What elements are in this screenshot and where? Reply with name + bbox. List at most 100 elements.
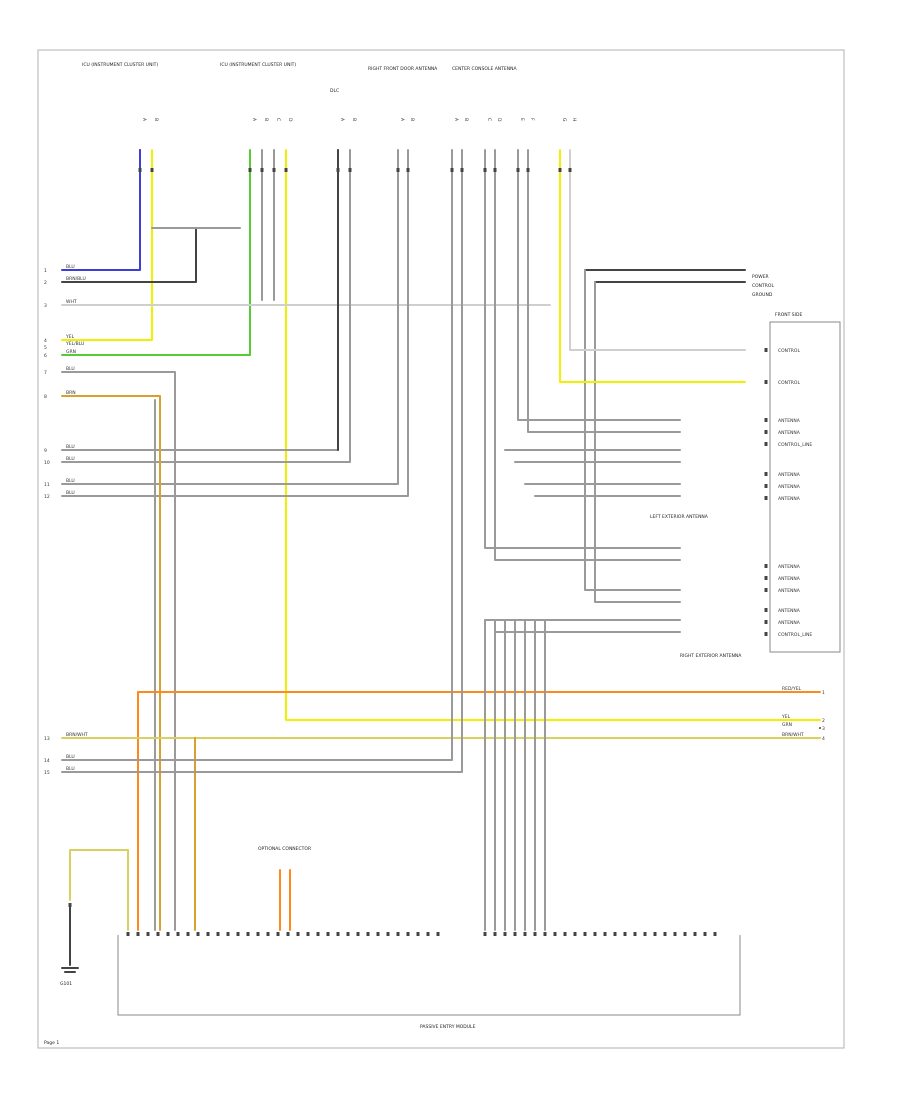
top-pin-label-0-0: A <box>141 118 147 122</box>
left-pin-number-3: 4 <box>44 338 47 344</box>
wire-10 <box>61 149 339 451</box>
passive-entry-module-box <box>117 935 741 1016</box>
top-right-label-control: CONTROL <box>752 283 774 289</box>
wire-15 <box>61 371 176 931</box>
top-pin-label-1-3: D <box>287 118 293 122</box>
module-pin-585 <box>583 932 587 936</box>
left-exterior-label-2: ANTENNA <box>778 588 801 594</box>
left-wire-color-12: BRN/WHT <box>66 732 88 738</box>
left-exterior-label-5: CONTROL_LINE <box>778 632 812 638</box>
top-pin-1-2 <box>272 168 276 172</box>
top-pin-label-0-1: B <box>153 118 159 121</box>
top-pin-2-0 <box>336 168 340 172</box>
wire-13 <box>61 149 399 485</box>
module-pin-555 <box>553 932 557 936</box>
module-pin-615 <box>613 932 617 936</box>
module-pin-318 <box>316 932 320 936</box>
wire-3 <box>61 227 197 283</box>
left-wire-color-5: GRN <box>66 349 76 355</box>
front-side-label-1: CONTROL <box>778 380 800 386</box>
left-wire-color-2: WHT <box>66 299 77 305</box>
module-pin-535 <box>533 932 537 936</box>
top-pin-label-2-0: A <box>339 118 345 122</box>
wire-1 <box>61 149 153 341</box>
top-connector-5-title: CENTER CONSOLE ANTENNA <box>452 66 517 72</box>
module-pin-378 <box>376 932 380 936</box>
wire-18 <box>137 691 821 931</box>
front-side-label-6: ANTENNA <box>778 484 801 490</box>
front-side-pin-2 <box>764 418 768 422</box>
front-side-label-2: ANTENNA <box>778 418 801 424</box>
module-pin-388 <box>386 932 390 936</box>
top-pin-label-4-0: A <box>453 118 459 122</box>
left-exterior-pin-4 <box>764 620 768 624</box>
module-pin-655 <box>653 932 657 936</box>
right-component-1-title: FRONT SIDE <box>775 312 802 318</box>
module-pin-408 <box>406 932 410 936</box>
right-pin-number-3: 4 <box>822 736 825 742</box>
top-right-label-ground: GROUND <box>752 292 773 298</box>
module-pin-278 <box>276 932 280 936</box>
left-wire-color-4: YEL/BLU <box>65 341 84 347</box>
module-pin-208 <box>206 932 210 936</box>
module-pin-418 <box>416 932 420 936</box>
module-pin-158 <box>156 932 160 936</box>
left-pin-number-1: 2 <box>44 280 47 286</box>
module-pin-238 <box>236 932 240 936</box>
module-pin-368 <box>366 932 370 936</box>
module-pin-438 <box>436 932 440 936</box>
module-pin-428 <box>426 932 430 936</box>
left-wire-color-3: YEL <box>65 334 75 340</box>
top-pin-label-4-2: C <box>486 118 492 121</box>
front-side-pin-3 <box>764 430 768 434</box>
wire-0 <box>61 149 141 271</box>
right-pin-number-1: 2 <box>822 718 825 724</box>
top-pin-4-6 <box>558 168 562 172</box>
left-wire-color-10: BLU <box>66 478 75 484</box>
top-pin-label-1-2: C <box>275 118 281 121</box>
ground-pin <box>68 903 72 907</box>
module-pin-398 <box>396 932 400 936</box>
top-pin-label-1-1: B <box>263 118 269 121</box>
module-pin-148 <box>146 932 150 936</box>
top-pin-label-1-0: A <box>251 118 257 122</box>
front-side-pin-7 <box>764 496 768 500</box>
module-pin-545 <box>543 932 547 936</box>
module-pin-268 <box>266 932 270 936</box>
top-pin-4-0 <box>450 168 454 172</box>
optional-connector-label: OPTIONAL CONNECTOR <box>258 846 311 852</box>
left-wire-color-13: BLU <box>66 754 75 760</box>
module-pin-515 <box>513 932 517 936</box>
right-pin-number-0: 1 <box>822 690 825 696</box>
top-pin-label-4-6: G <box>561 118 567 122</box>
right-component-3-title: RIGHT EXTERIOR ANTENNA <box>680 653 742 659</box>
wire-5 <box>61 149 251 356</box>
module-pin-665 <box>663 932 667 936</box>
left-exterior-label-1: ANTENNA <box>778 576 801 582</box>
module-pin-218 <box>216 932 220 936</box>
front-side-pin-6 <box>764 484 768 488</box>
left-pin-number-2: 3 <box>44 303 47 309</box>
top-pin-label-4-4: E <box>519 118 525 121</box>
left-exterior-pin-2 <box>764 588 768 592</box>
right-pin-number-2: 3 <box>822 726 825 732</box>
top-pin-label-4-1: B <box>463 118 469 121</box>
module-pin-625 <box>623 932 627 936</box>
left-pin-number-14: 15 <box>44 770 50 776</box>
top-pin-4-2 <box>483 168 487 172</box>
top-pin-4-4 <box>516 168 520 172</box>
left-pin-number-8: 9 <box>44 448 47 454</box>
wire-36 <box>517 149 681 421</box>
wire-35 <box>494 149 681 561</box>
left-wire-color-6: BLU <box>66 366 75 372</box>
right-wire-color-2: GRN <box>782 722 792 728</box>
left-exterior-pin-3 <box>764 608 768 612</box>
module-pin-715 <box>713 932 717 936</box>
top-pin-4-1 <box>460 168 464 172</box>
wire-34 <box>484 149 681 549</box>
right-components-box <box>769 321 841 653</box>
wire-49 <box>569 149 746 351</box>
left-pin-number-6: 7 <box>44 370 47 376</box>
